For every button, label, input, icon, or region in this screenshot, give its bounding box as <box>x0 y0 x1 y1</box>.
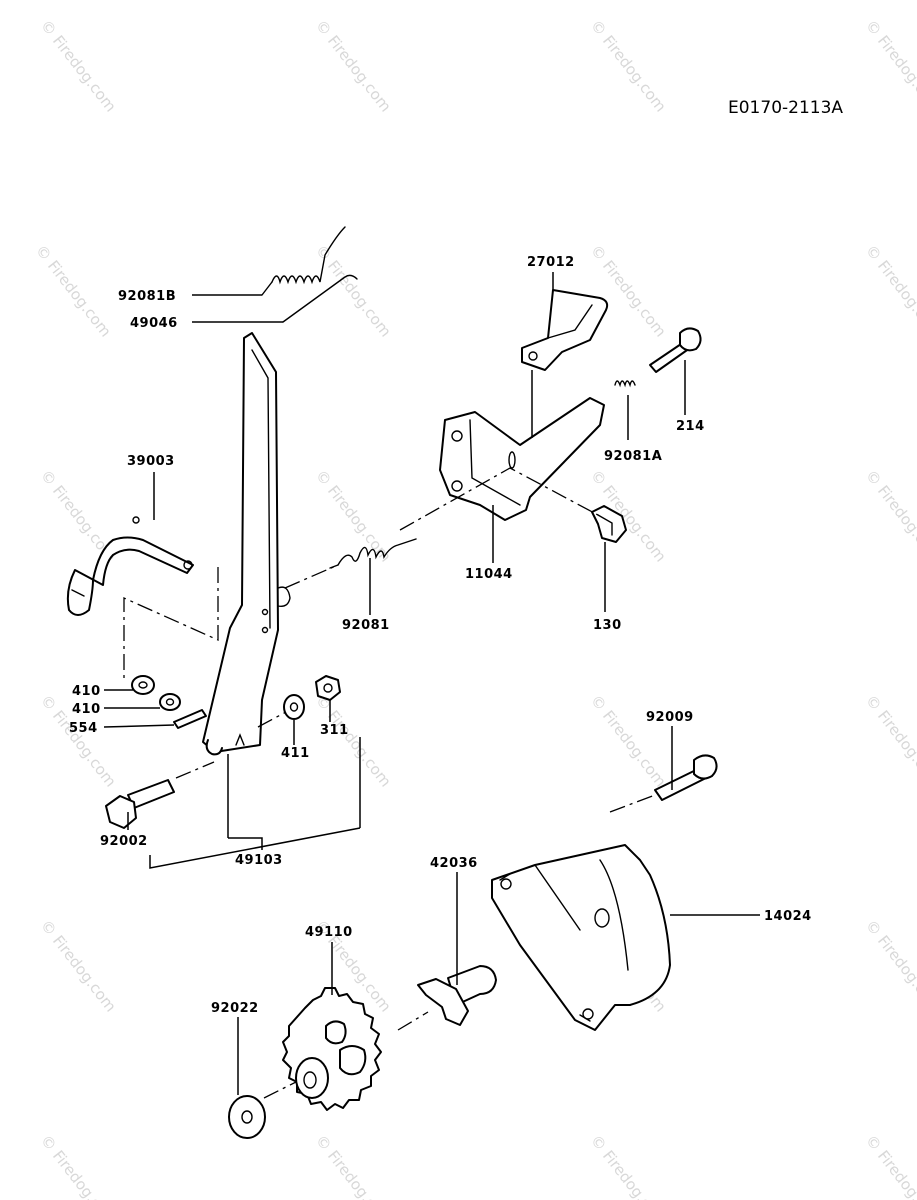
callout-42036: 42036 <box>430 856 478 871</box>
callout-14024: 14024 <box>764 909 812 924</box>
callout-92002: 92002 <box>100 834 148 849</box>
assembly-axes <box>123 467 656 1099</box>
callout-92009: 92009 <box>646 710 694 725</box>
watermark: © Firedog.com <box>862 1131 917 1200</box>
callout-554: 554 <box>69 721 98 736</box>
watermark: © Firedog.com <box>32 241 115 340</box>
watermark: © Firedog.com <box>862 16 917 115</box>
watermark: © Firedog.com <box>862 691 917 790</box>
lever-arm <box>202 332 291 756</box>
callout-49103: 49103 <box>235 853 283 868</box>
callout-311: 311 <box>320 723 349 738</box>
watermark: © Firedog.com <box>862 466 917 565</box>
callout-92081B: 92081B <box>118 289 176 304</box>
part-49110 <box>282 987 382 1111</box>
callout-410: 410 <box>72 684 101 699</box>
callout-214: 214 <box>676 419 705 434</box>
part-92002 <box>105 779 175 829</box>
watermark: © Firedog.com <box>587 241 670 340</box>
watermark: © Firedog.com <box>37 1131 120 1200</box>
leader-lines <box>103 272 760 1095</box>
callouts: 92081B 49046 27012 214 92081A 39003 1104… <box>69 255 812 1016</box>
part-27012 <box>521 289 609 371</box>
callout-411: 411 <box>281 746 310 761</box>
watermark: © Firedog.com <box>587 691 670 790</box>
part-42036 <box>417 965 497 1026</box>
part-14024 <box>491 844 671 1031</box>
callout-92081: 92081 <box>342 618 390 633</box>
washers-left <box>131 675 341 729</box>
callout-92022: 92022 <box>211 1001 259 1016</box>
callout-11044: 11044 <box>465 567 513 582</box>
callout-92081A: 92081A <box>604 449 662 464</box>
callout-27012: 27012 <box>527 255 575 270</box>
diagram-code: E0170-2113A <box>728 98 843 118</box>
watermark: © Firedog.com <box>312 1131 395 1200</box>
part-39003 <box>66 516 194 616</box>
callout-39003: 39003 <box>127 454 175 469</box>
callout-49046: 49046 <box>130 316 178 331</box>
callout-410: 410 <box>72 702 101 717</box>
spring-92081A <box>614 380 636 388</box>
callout-49110: 49110 <box>305 925 353 940</box>
callout-130: 130 <box>593 618 622 633</box>
watermark: © Firedog.com <box>37 916 120 1015</box>
rod-49046 <box>282 274 358 323</box>
part-92009 <box>654 754 718 801</box>
watermark: © Firedog.com <box>862 916 917 1015</box>
watermark: © Firedog.com <box>862 241 917 340</box>
watermarks: © Firedog.com © Firedog.com © Firedog.co… <box>32 16 917 1200</box>
watermark: © Firedog.com <box>587 16 670 115</box>
watermark: © Firedog.com <box>312 691 395 790</box>
spring-92081B <box>261 226 346 296</box>
watermark: © Firedog.com <box>37 16 120 115</box>
watermark: © Firedog.com <box>587 1131 670 1200</box>
watermark: © Firedog.com <box>312 466 395 565</box>
part-11044 <box>439 397 605 521</box>
part-92022 <box>228 1095 266 1139</box>
watermark: © Firedog.com <box>312 16 395 115</box>
part-130 <box>591 505 627 543</box>
part-214 <box>649 327 702 373</box>
